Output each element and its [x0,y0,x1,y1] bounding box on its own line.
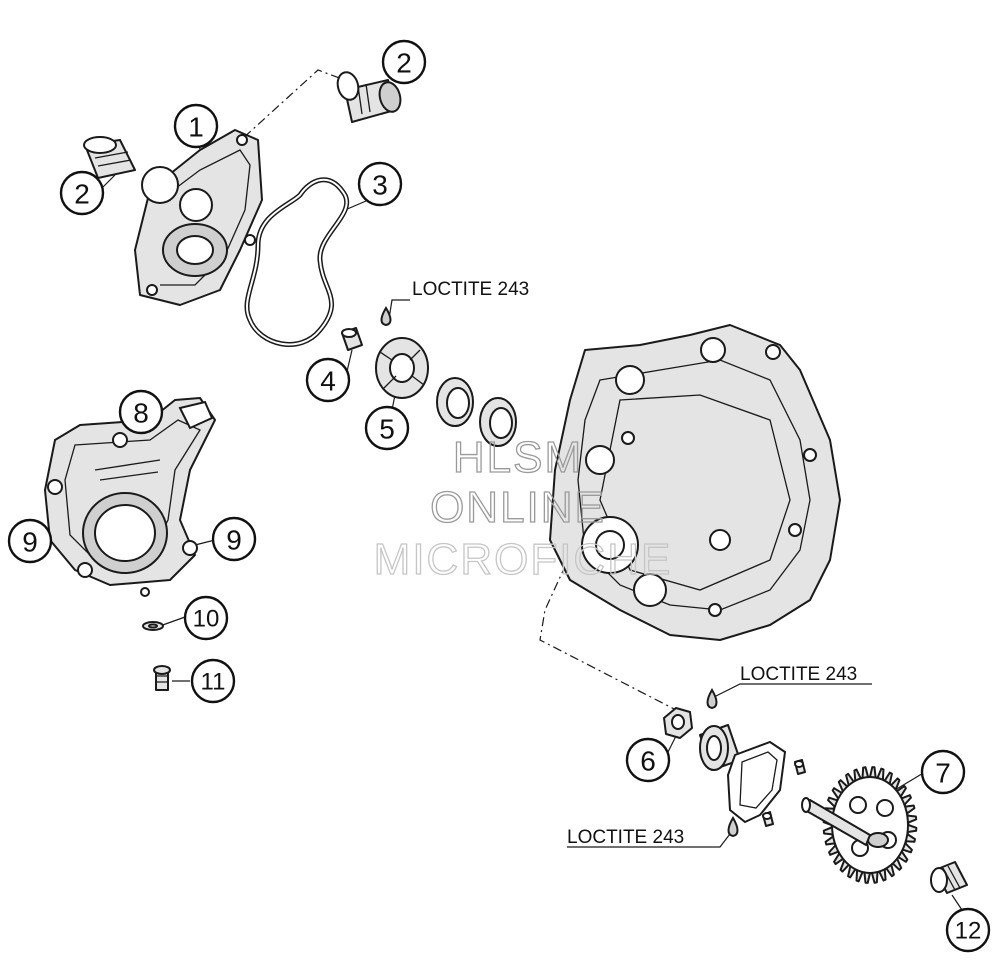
callout-11: 11 [190,658,236,704]
callout-6: 6 [625,737,671,783]
loctite-label-3: LOCTITE 243 [567,827,684,848]
callout-7-number: 7 [935,758,951,789]
callout-5-number: 5 [379,414,395,445]
callout-2-left: 2 [59,170,105,216]
loctite-drop-1 [380,306,392,327]
callout-8: 8 [118,389,164,435]
fitting-nipple-upper [336,71,402,123]
cover-screw-1 [794,759,806,775]
callout-10: 10 [183,595,229,641]
drain-screw [153,665,171,691]
callout-2-left-number: 2 [74,179,90,210]
clutch-cover [549,324,841,641]
callout-9-right-number: 9 [226,525,242,556]
ball-bearing [699,724,741,771]
watermark-line-2: ONLINE [430,483,606,532]
callout-3: 3 [357,161,403,207]
callout-9-left-number: 9 [22,527,38,558]
watermark-line-3: MICROFICHE [374,535,673,584]
shaft-seal-2 [479,397,517,447]
watermark-line-1: HLSM [453,433,583,482]
callout-1: 1 [173,103,219,149]
water-pump-cover [44,397,216,597]
hex-nut [663,707,693,739]
callout-5: 5 [364,405,410,451]
water-pump-gear [801,766,918,884]
callout-6-number: 6 [640,746,656,777]
cover-gasket [726,740,787,824]
loctite-label-2: LOCTITE 243 [740,664,857,685]
needle-bearing [930,861,968,894]
callout-12-number: 12 [955,918,982,945]
water-pump-housing [134,129,263,306]
shaft-seal-1 [436,377,474,427]
callout-9-right: 9 [211,516,257,562]
callout-11-number: 11 [201,669,226,696]
sealing-washer [142,621,164,631]
callout-8-number: 8 [133,398,149,429]
callout-2-upper-number: 2 [396,48,412,79]
callout-1-number: 1 [188,112,204,143]
loctite-drop-2 [706,688,718,710]
callout-4-number: 4 [320,366,336,397]
loctite-labels: LOCTITE 243 LOCTITE 243 LOCTITE 243 [412,279,857,848]
callout-3-number: 3 [372,170,388,201]
callout-9-left: 9 [7,518,53,564]
loctite-drop-3 [727,816,739,838]
loctite-label-1: LOCTITE 243 [412,279,529,300]
housing-gasket-oring [244,177,350,347]
fitting-nipple-left [83,136,136,179]
watermark: HLSM ONLINE MICROFICHE [373,432,673,584]
cover-screw-2 [762,811,774,827]
callout-12: 12 [945,907,991,953]
impeller [375,337,429,399]
callout-7: 7 [920,749,966,795]
callout-4: 4 [305,357,351,403]
impeller-nut [341,327,363,351]
callout-10-number: 10 [193,606,220,633]
callout-2-upper: 2 [381,39,427,85]
